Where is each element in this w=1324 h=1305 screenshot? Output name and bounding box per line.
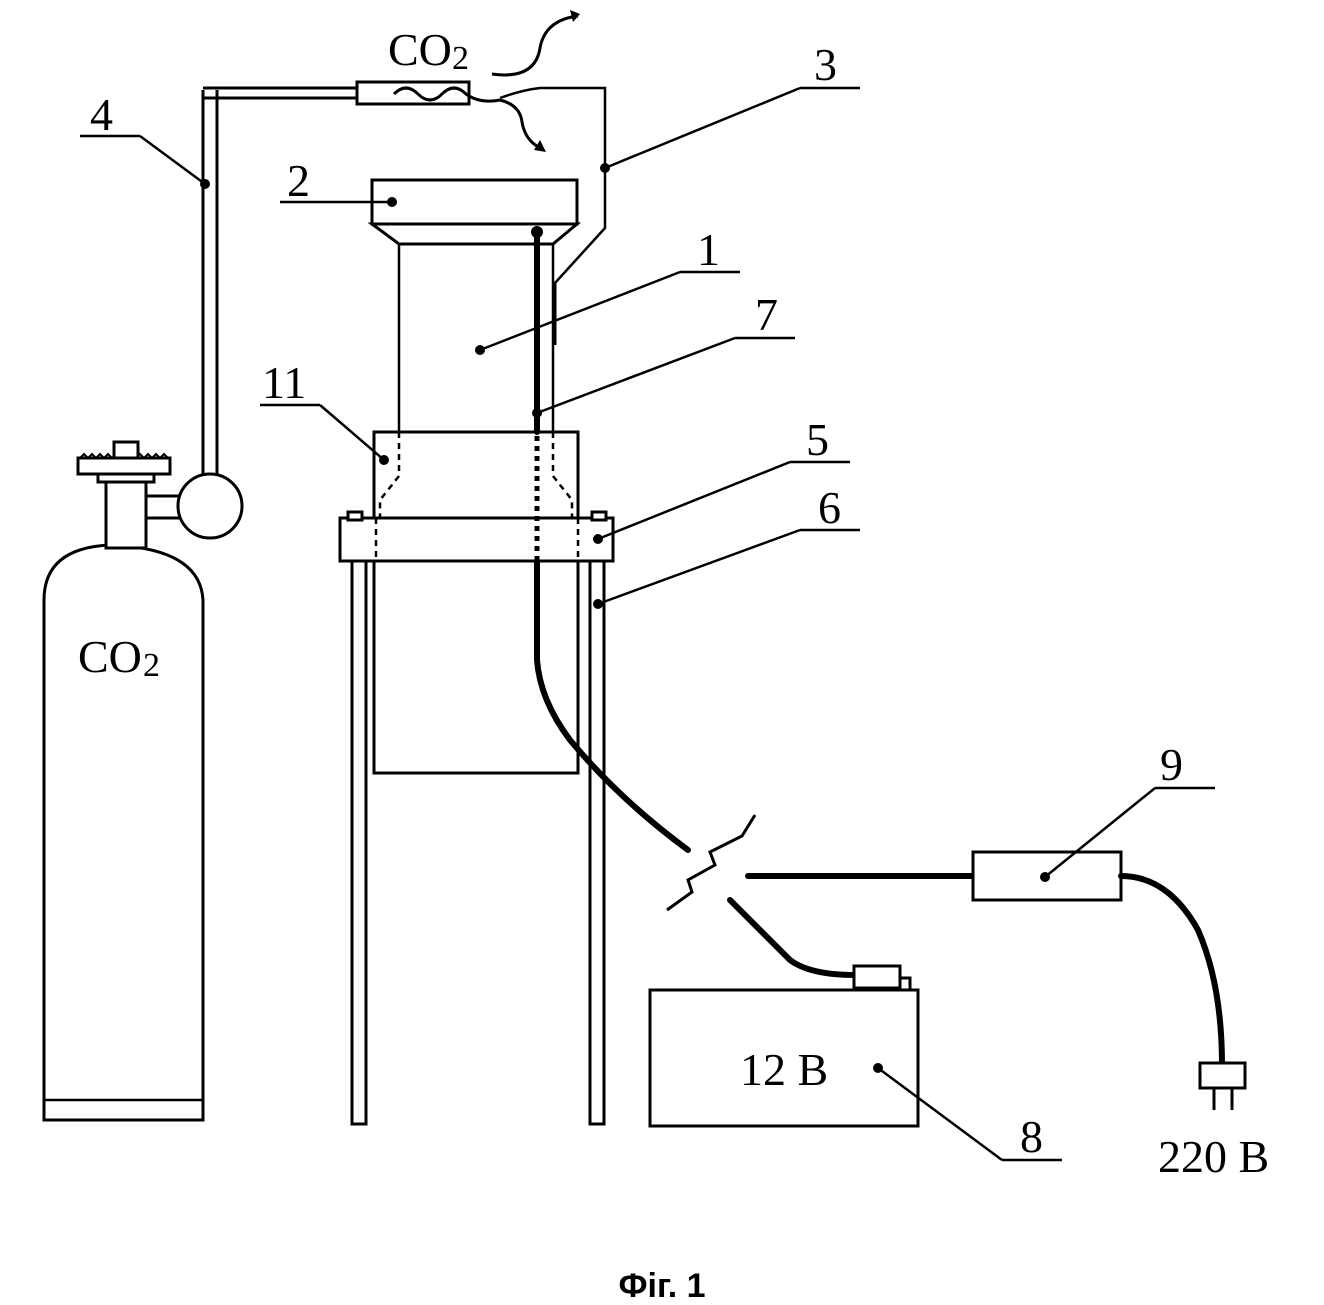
leader-3: 3 <box>600 39 860 173</box>
leader-11: 11 <box>260 357 389 465</box>
valve-handwheel <box>76 456 172 476</box>
gas-label: CO 2 <box>388 24 469 77</box>
leader-4: 4 <box>80 89 210 189</box>
svg-text:CO: CO <box>78 631 142 682</box>
gas-heater <box>355 80 471 106</box>
battery-8 <box>648 988 920 1128</box>
gas-line-4 <box>201 86 360 476</box>
battery-cable <box>727 897 858 978</box>
pressure-regulator <box>176 472 244 540</box>
battery-voltage: 12 В <box>740 1044 828 1095</box>
leader-2: 2 <box>280 155 397 207</box>
svg-text:5: 5 <box>806 414 829 465</box>
svg-text:8: 8 <box>1020 1111 1043 1162</box>
mains-cable <box>1118 873 1225 1068</box>
svg-text:7: 7 <box>755 289 778 340</box>
leader-5: 5 <box>593 414 850 544</box>
stand-6 <box>350 559 606 1126</box>
leader-7: 7 <box>532 289 795 418</box>
leader-6: 6 <box>593 482 860 609</box>
tube-3 <box>499 86 607 284</box>
svg-text:1: 1 <box>697 224 720 275</box>
flow-arrow-down <box>499 98 541 150</box>
svg-text:2: 2 <box>143 647 160 684</box>
reactor-1 <box>338 178 615 775</box>
figure-caption: Фіг. 1 <box>618 1267 705 1305</box>
svg-text:6: 6 <box>818 482 841 533</box>
leader-1: 1 <box>475 224 740 355</box>
mains-voltage: 220 В <box>1158 1131 1269 1182</box>
flange-5 <box>338 516 615 563</box>
gas-flow-wave <box>392 86 501 103</box>
cylinder-label: CO 2 <box>78 631 160 684</box>
heater-cable <box>534 559 691 853</box>
co2-cylinder <box>42 440 205 1122</box>
svg-text:4: 4 <box>90 89 113 140</box>
svg-text:2: 2 <box>287 155 310 206</box>
leader-9: 9 <box>1040 739 1215 882</box>
mains-plug <box>1198 1061 1247 1090</box>
flow-arrow-up <box>491 14 579 77</box>
svg-text:3: 3 <box>814 39 837 90</box>
coupling-11 <box>372 430 580 520</box>
leader-8: 8 <box>873 1063 1062 1162</box>
cable-break <box>666 814 757 912</box>
svg-text:11: 11 <box>262 357 306 408</box>
svg-text:9: 9 <box>1160 739 1183 790</box>
svg-text:2: 2 <box>452 40 469 77</box>
svg-text:CO: CO <box>388 24 452 75</box>
